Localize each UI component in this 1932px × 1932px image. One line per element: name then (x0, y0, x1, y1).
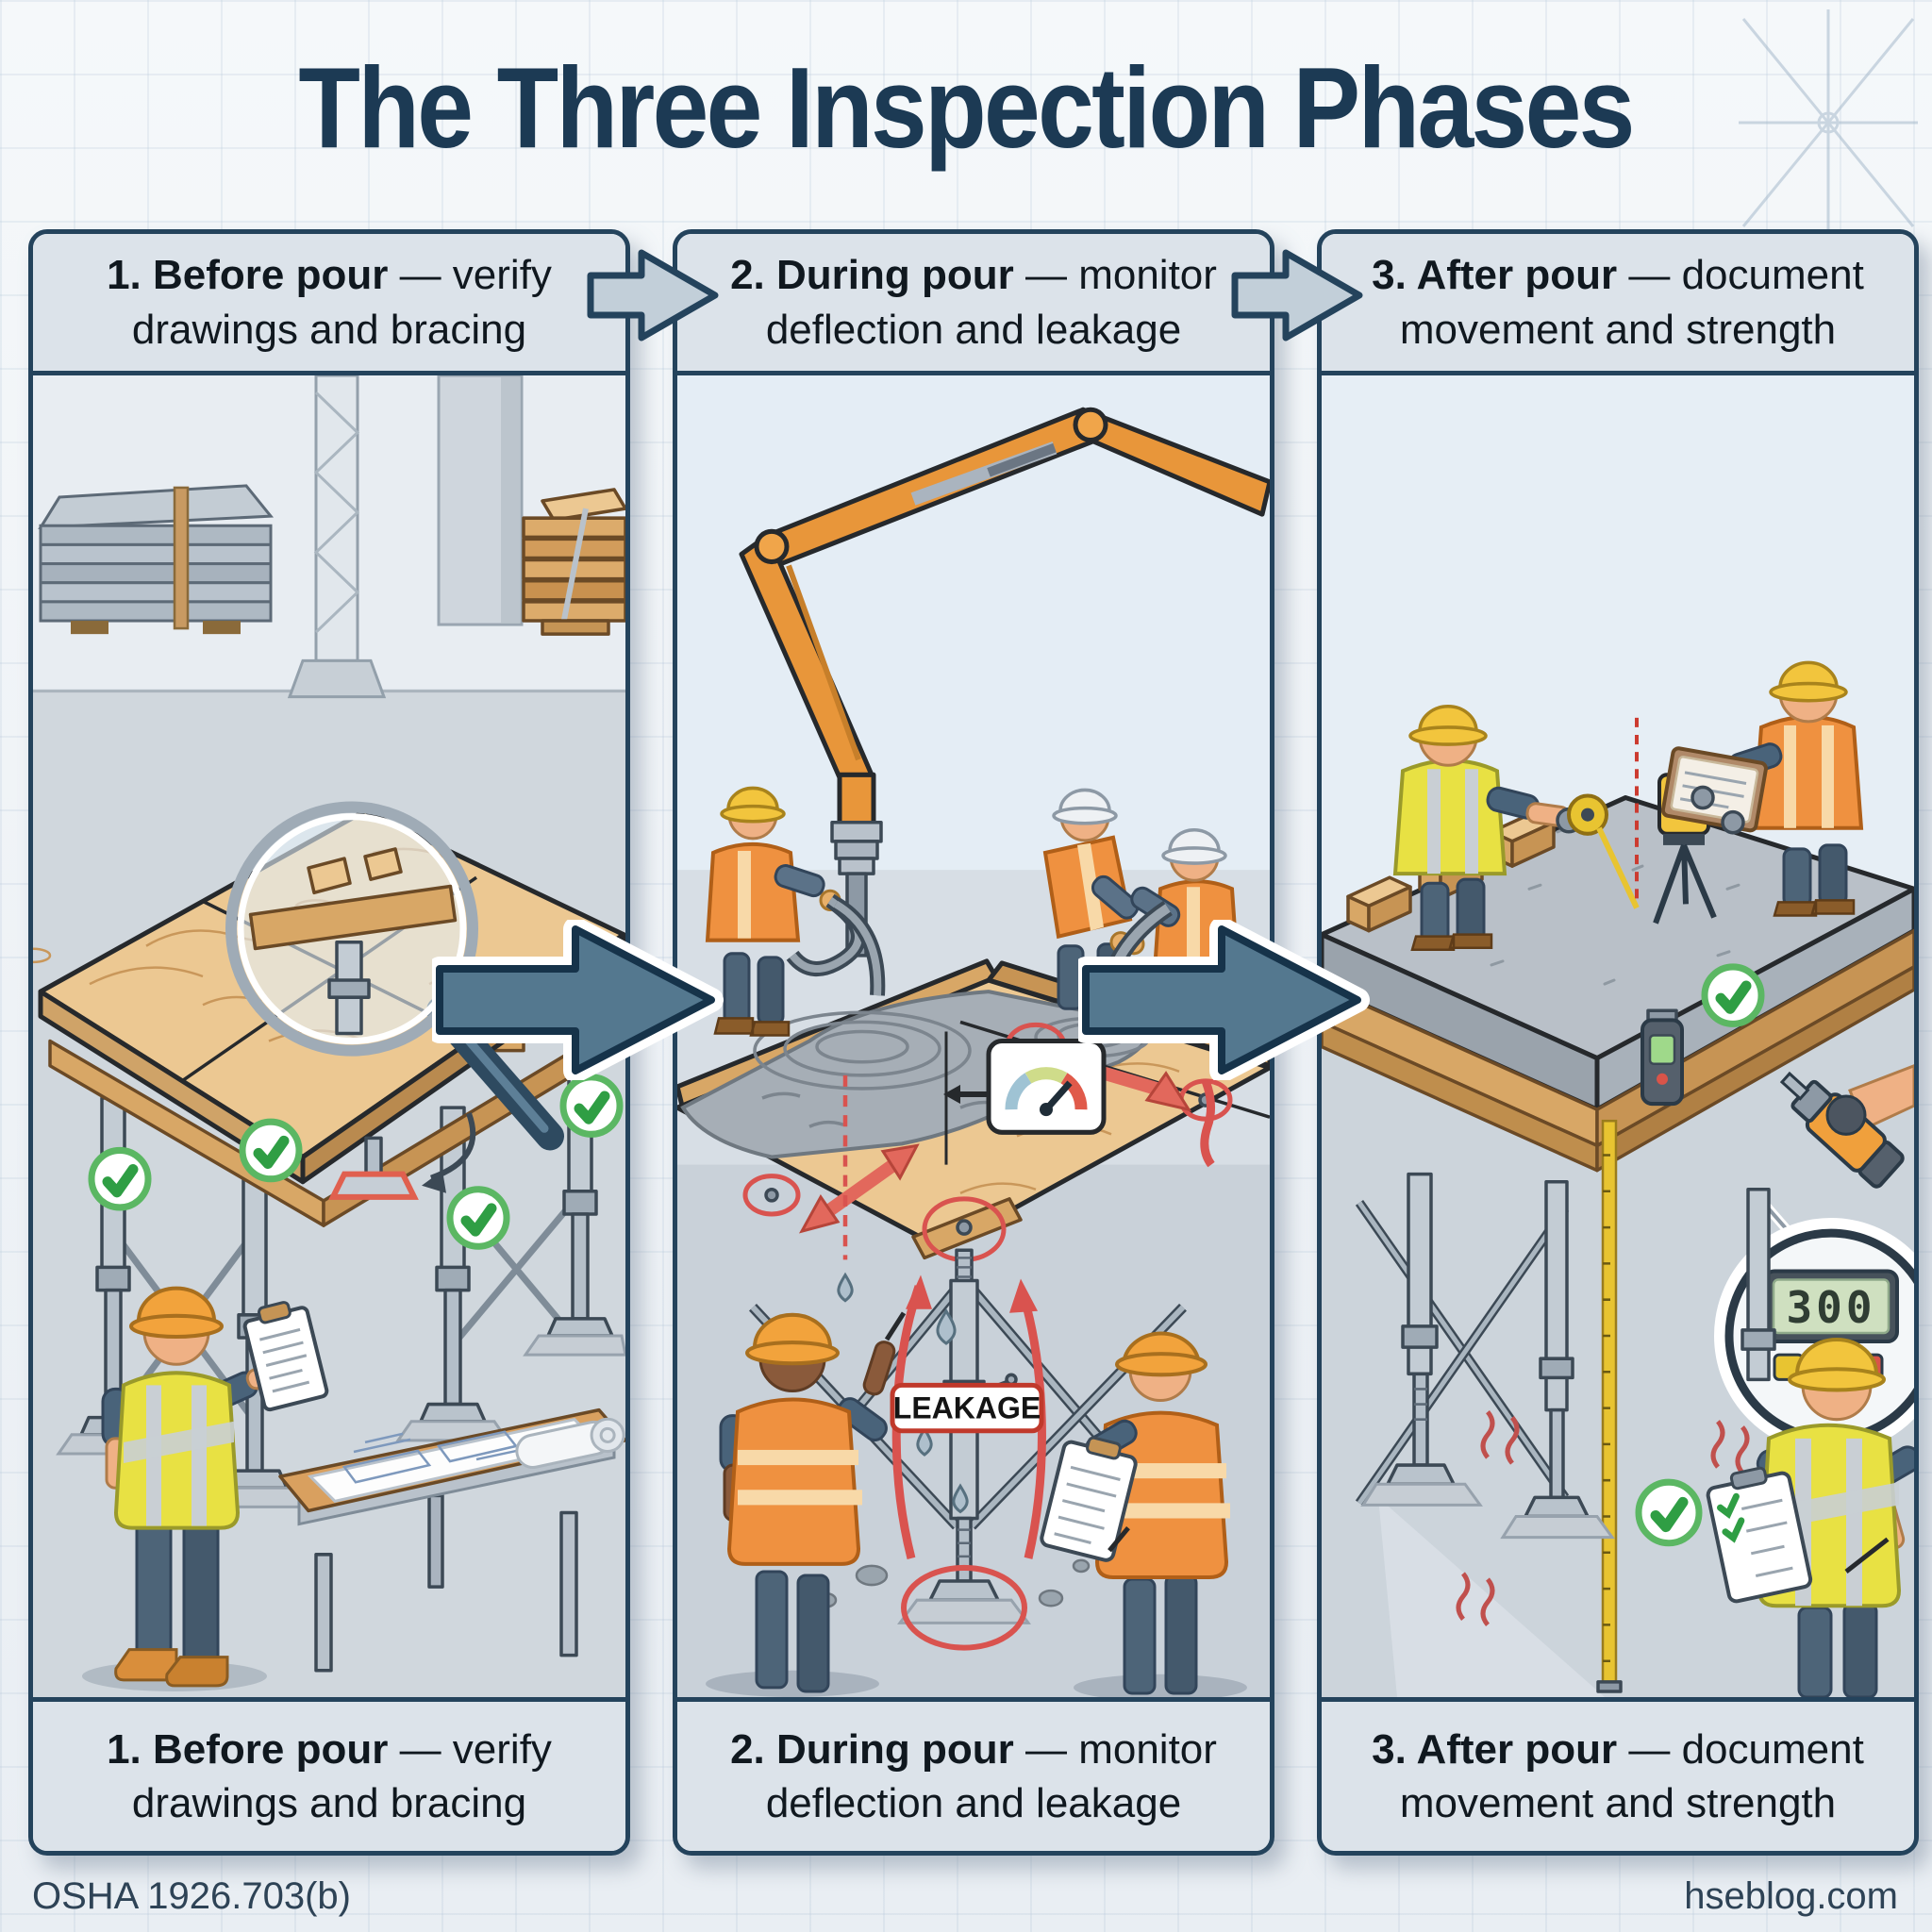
phase-arrow-2-icon (1078, 920, 1370, 1080)
pour-crew (705, 786, 1241, 1037)
scene-during-pour: LEAKAGE (677, 375, 1270, 1697)
scene-after-pour: 300 (1322, 375, 1914, 1697)
check-icon (1701, 963, 1765, 1027)
vibration-marks (1456, 1410, 1750, 1627)
svg-text:300: 300 (1786, 1282, 1875, 1333)
panel-caption-during: 2. During pour — monitor deflection and … (677, 1697, 1270, 1851)
deflection-gauge-icon (943, 1031, 1107, 1165)
corner-decoration (1739, 9, 1918, 236)
checklist-clipboard (1040, 1436, 1138, 1562)
checklist-clipboard (1706, 1466, 1813, 1604)
steel-column (287, 375, 387, 699)
panel-header-during: 2. During pour — monitor deflection and … (677, 234, 1270, 375)
leakage-label: LEAKAGE (890, 1382, 1044, 1434)
recording-inspector (1706, 1338, 1914, 1697)
steel-stack (38, 484, 275, 635)
concrete-column (437, 375, 524, 626)
phase-1-title: 1. Before pour (107, 252, 389, 299)
survey-crew (1392, 660, 1864, 952)
panel-during-pour: 2. During pour — monitor deflection and … (673, 229, 1274, 1856)
check-icon (1635, 1478, 1703, 1547)
inspectors-under-deck (706, 1311, 1247, 1697)
phase-3-title: 3. After pour (1372, 252, 1618, 299)
panel-header-before: 1. Before pour — verify drawings and bra… (33, 234, 625, 375)
concrete-pump-boom (739, 407, 1270, 958)
shoring-after (1355, 1172, 1776, 1627)
blueprint-table (278, 1407, 625, 1673)
hanging-tape-icon (1596, 1119, 1623, 1693)
osha-reference: OSHA 1926.703(b) (32, 1875, 351, 1917)
header-arrow-1-icon (587, 249, 719, 341)
check-icon (239, 1118, 303, 1183)
clipboard-icon (242, 1301, 329, 1412)
check-icon (559, 1074, 624, 1138)
site-clipboard (1660, 746, 1768, 833)
phase-3-subtitle: — document movement and strength (1399, 252, 1864, 353)
header-arrow-2-icon (1231, 249, 1363, 341)
page-title: The Three Inspection Phases (298, 43, 1636, 172)
check-icon (88, 1146, 152, 1211)
phase-2-subtitle: — monitor deflection and leakage (765, 252, 1217, 353)
inspector-worker (82, 1286, 329, 1691)
flagged-baseplate (328, 1112, 476, 1200)
svg-text:LEAKAGE: LEAKAGE (893, 1391, 1041, 1425)
phase-1-subtitle: — verify drawings and bracing (131, 252, 552, 353)
panel-after-pour: 3. After pour — document movement and st… (1317, 229, 1919, 1856)
panel-caption-before: 1. Before pour — verify drawings and bra… (33, 1697, 625, 1851)
panel-header-after: 3. After pour — document movement and st… (1322, 234, 1914, 375)
lumber-bundle (522, 488, 625, 636)
phase-arrow-1-icon (432, 920, 724, 1080)
leak-drops (837, 1272, 969, 1514)
check-icon (446, 1186, 510, 1250)
panel-caption-after: 3. After pour — document movement and st… (1322, 1697, 1914, 1851)
source-site: hseblog.com (1684, 1875, 1898, 1917)
phase-2-title: 2. During pour (730, 252, 1014, 299)
edge-sensor-icon (1641, 1008, 1684, 1107)
